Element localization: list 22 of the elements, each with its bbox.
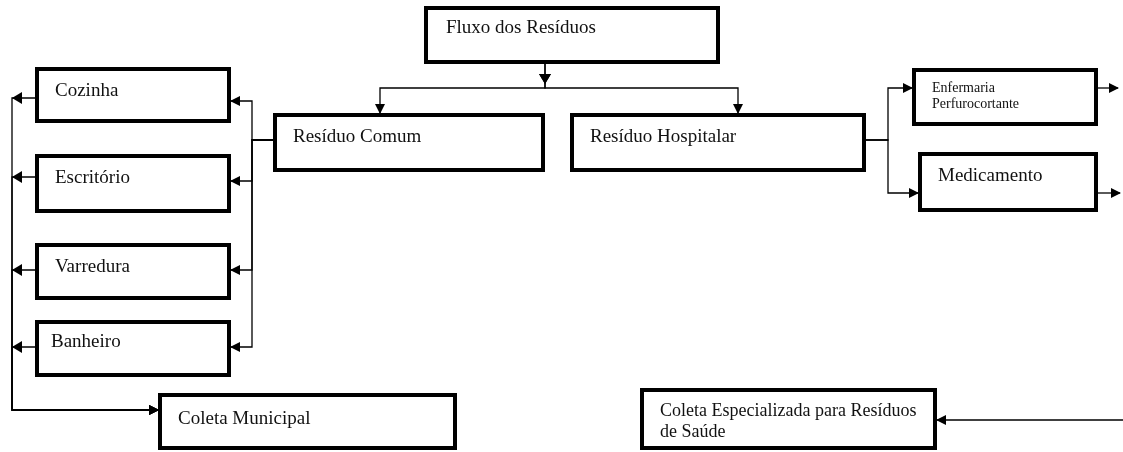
box-label: Varredura — [55, 255, 131, 277]
box-label: Resíduo Comum — [293, 125, 423, 147]
process-box — [640, 388, 937, 450]
process-box — [35, 67, 231, 123]
box-label: Cozinha — [55, 79, 120, 101]
box-label: Escritório — [55, 166, 131, 188]
process-box — [570, 113, 866, 172]
box-label: Resíduo Hospitalar — [590, 125, 738, 147]
box-label: Enfermaria Perfurocortante — [932, 80, 1021, 113]
process-box — [35, 243, 231, 300]
process-box — [918, 152, 1098, 212]
box-label: Coleta Especializada para Resíduos de Saúde — [660, 400, 917, 442]
process-box — [273, 113, 545, 172]
box-label: Coleta Municipal — [178, 407, 312, 429]
box-label: Fluxo dos Resíduos — [446, 16, 597, 38]
process-box — [424, 6, 720, 64]
process-box — [35, 320, 231, 377]
process-box — [158, 393, 457, 450]
box-label: Banheiro — [51, 330, 122, 352]
process-box — [912, 68, 1098, 126]
box-label: Medicamento — [938, 164, 1044, 186]
process-box — [35, 154, 231, 213]
